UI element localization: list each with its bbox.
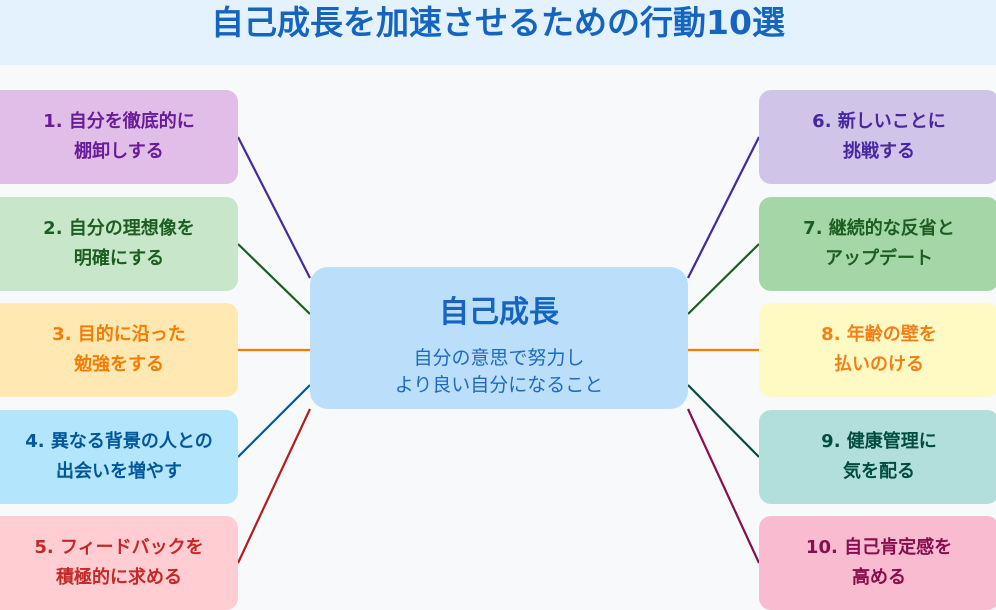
action-node-1: 1. 自分を徹底的に棚卸しする <box>0 90 238 184</box>
header: 自己成長を加速させるための行動10選 <box>0 0 996 65</box>
action-label-line1: 10. 自己肯定感を <box>805 537 953 558</box>
center-subtitle: 自分の意思で努力しより良い自分になること <box>310 345 688 399</box>
action-label-line1: 5. フィードバックを <box>34 537 204 558</box>
connector-line-1 <box>237 136 311 279</box>
center-title: 自己成長 <box>439 295 559 330</box>
connector-lines <box>237 136 760 564</box>
action-label-line1: 7. 継続的な反省と <box>803 218 955 239</box>
connector-line-10 <box>687 408 760 564</box>
action-node-10: 10. 自己肯定感を高める <box>759 516 996 610</box>
action-label-line1: 9. 健康管理に <box>821 431 937 452</box>
action-label-line1: 1. 自分を徹底的に <box>43 111 195 132</box>
action-label-line1: 8. 年齢の壁を <box>821 324 937 345</box>
action-label-line1: 3. 目的に沿った <box>52 324 186 345</box>
connector-line-4 <box>237 384 311 458</box>
action-label: 10. 自己肯定感を高める <box>806 533 952 593</box>
connector-line-6 <box>687 136 760 279</box>
connector-line-2 <box>237 243 311 315</box>
action-node-2: 2. 自分の理想像を明確にする <box>0 197 238 291</box>
action-label-line1: 2. 自分の理想像を <box>43 218 195 239</box>
action-label: 9. 健康管理に気を配る <box>821 427 937 487</box>
page-title: 自己成長を加速させるための行動10選 <box>211 3 785 42</box>
action-node-7: 7. 継続的な反省とアップデート <box>759 197 996 291</box>
action-label-line2: アップデート <box>824 248 933 269</box>
action-label-line2: 挑戦する <box>842 141 915 162</box>
action-label: 4. 異なる背景の人との出会いを増やす <box>25 427 212 487</box>
action-label-line2: 出会いを増やす <box>55 461 182 482</box>
action-label: 2. 自分の理想像を明確にする <box>43 214 195 274</box>
action-label-line1: 6. 新しいことに <box>812 111 946 132</box>
center-subtitle-line2: より良い自分になること <box>394 374 604 396</box>
action-node-8: 8. 年齢の壁を払いのける <box>759 303 996 397</box>
action-label-line2: 明確にする <box>73 248 165 269</box>
connector-line-9 <box>687 384 760 458</box>
action-node-9: 9. 健康管理に気を配る <box>759 410 996 504</box>
center-subtitle-line1: 自分の意思で努力し <box>413 347 585 369</box>
action-label: 7. 継続的な反省とアップデート <box>803 214 955 274</box>
action-label-line2: 勉強をする <box>73 354 164 375</box>
action-label-line2: 棚卸しする <box>74 141 164 162</box>
action-node-6: 6. 新しいことに挑戦する <box>759 90 996 184</box>
action-label: 3. 目的に沿った勉強をする <box>52 320 186 380</box>
action-label: 5. フィードバックを積極的に求める <box>34 533 203 593</box>
action-node-4: 4. 異なる背景の人との出会いを増やす <box>0 410 238 504</box>
action-label-line2: 積極的に求める <box>56 567 182 588</box>
connector-line-7 <box>687 243 760 315</box>
action-label: 8. 年齢の壁を払いのける <box>821 320 937 380</box>
action-label-line2: 高める <box>852 567 906 588</box>
action-label-line2: 払いのける <box>833 354 924 375</box>
center-node: 自己成長 自分の意思で努力しより良い自分になること <box>310 267 688 409</box>
action-label: 6. 新しいことに挑戦する <box>812 107 946 167</box>
action-node-5: 5. フィードバックを積極的に求める <box>0 516 238 610</box>
action-node-3: 3. 目的に沿った勉強をする <box>0 303 238 397</box>
action-label-line1: 4. 異なる背景の人との <box>25 431 213 452</box>
action-label: 1. 自分を徹底的に棚卸しする <box>43 107 195 167</box>
action-label-line2: 気を配る <box>842 461 915 482</box>
connector-line-5 <box>237 408 311 564</box>
